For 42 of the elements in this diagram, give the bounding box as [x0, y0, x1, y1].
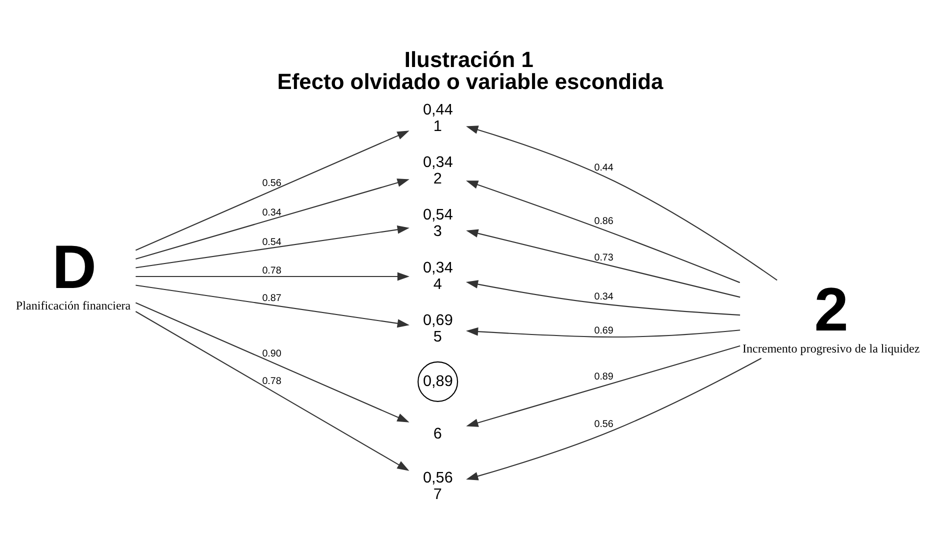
edge-label: 0.89 — [594, 371, 613, 382]
edge-label: 0.86 — [594, 216, 613, 227]
edge-label: 0.54 — [262, 236, 281, 248]
arrow — [466, 125, 777, 280]
node-text: 2 — [432, 170, 442, 188]
edge-label: 0.78 — [262, 376, 281, 387]
node-text: 5 — [432, 328, 442, 345]
arrow — [135, 178, 409, 260]
edge-label: 0.56 — [262, 177, 281, 188]
edge-label: 0.34 — [594, 291, 613, 302]
node-label: 0,44 — [422, 101, 452, 118]
node-text: 6 — [432, 424, 442, 442]
arrow — [135, 272, 409, 280]
node-label: 0,56 — [422, 469, 452, 486]
edge-label: 0.34 — [262, 206, 281, 218]
node-label: 0,34 — [422, 258, 452, 276]
arrow — [135, 284, 409, 328]
arrow — [134, 130, 409, 250]
arrow — [466, 326, 740, 338]
edge-label: 0.73 — [594, 252, 613, 263]
node-label: 0,69 — [422, 311, 452, 328]
edge-label: 0.56 — [594, 418, 613, 430]
node-label: 0,54 — [422, 206, 452, 224]
arrow — [134, 302, 409, 422]
node-circle: 0,89 — [417, 360, 458, 402]
arrow — [466, 228, 740, 298]
arrow — [466, 357, 762, 480]
arrow — [466, 180, 740, 283]
arrow — [466, 344, 740, 426]
node-text: 3 — [432, 222, 442, 240]
node-label: 0,34 — [422, 154, 452, 171]
node-text: 7 — [432, 486, 442, 503]
node-text: 1 — [432, 117, 442, 134]
arrow — [135, 224, 409, 268]
arrow — [134, 310, 409, 470]
node-text: 4 — [432, 275, 442, 292]
edge-label: 0.87 — [262, 292, 281, 304]
edge-label: 0.90 — [262, 348, 281, 360]
arrow — [465, 280, 740, 316]
edge-label: 0.69 — [594, 325, 613, 336]
edge-label: 0.44 — [594, 162, 613, 173]
edge-label: 0.78 — [262, 264, 281, 276]
